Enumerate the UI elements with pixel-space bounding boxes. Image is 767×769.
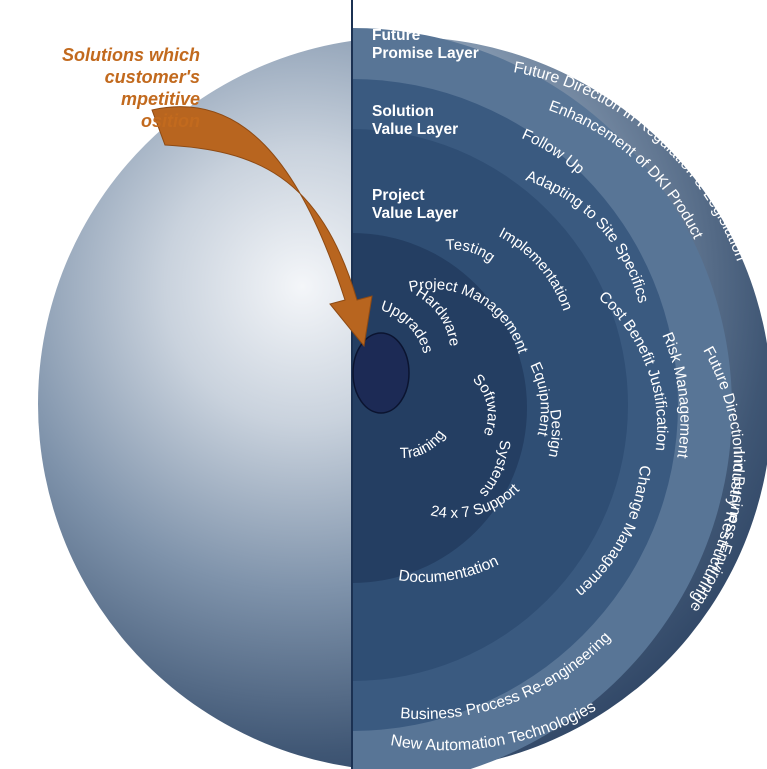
callout-line: customer's — [104, 67, 200, 87]
solution-layer-title: Solution Value Layer — [372, 103, 458, 138]
callout-line: osition — [141, 111, 200, 131]
future-layer-title: Future Promise Layer — [372, 27, 479, 62]
project-layer-title: Project Value Layer — [372, 187, 458, 222]
callout-text: Solutions which customer's mpetitive osi… — [0, 44, 200, 132]
cutaway-layers — [352, 28, 732, 769]
core-ellipse — [352, 332, 410, 414]
core-layer — [352, 233, 527, 583]
callout-line: Solutions which — [62, 45, 200, 65]
callout-arrow-icon — [151, 106, 373, 348]
core-item: Design — [545, 408, 565, 459]
callout-line: mpetitive — [120, 89, 200, 109]
